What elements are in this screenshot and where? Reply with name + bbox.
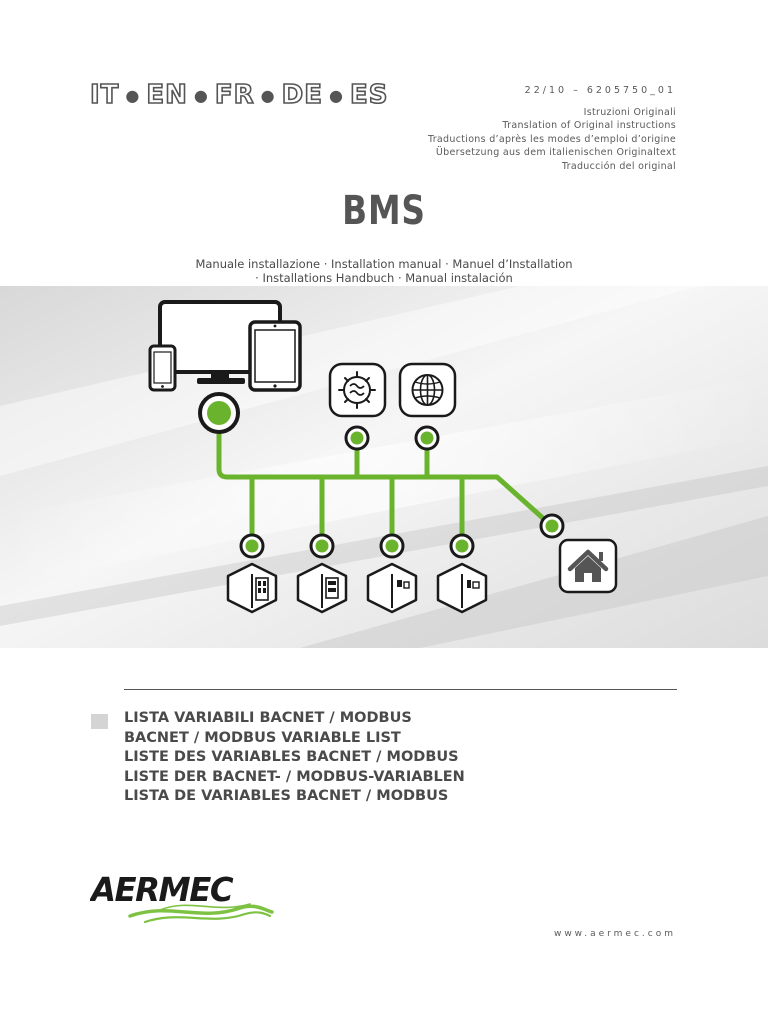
svg-text:AERMEC: AERMEC xyxy=(90,871,234,909)
smartphone-icon xyxy=(148,344,177,392)
aermec-logo: AERMEC xyxy=(88,866,280,930)
separator-dot: ● xyxy=(260,85,276,105)
climate-node xyxy=(344,425,370,451)
language-de: DE xyxy=(281,79,323,111)
house-icon xyxy=(558,538,618,594)
climate-control-icon xyxy=(328,362,387,418)
section-marker xyxy=(91,714,108,729)
globe-icon xyxy=(398,362,457,418)
instructions-line: Istruzioni Originali xyxy=(583,106,676,118)
unit-node xyxy=(449,533,475,559)
instructions-line: Translation of Original instructions xyxy=(502,120,676,131)
unit-node xyxy=(379,533,405,559)
language-codes: IT ● EN ● FR ● DE ● ES xyxy=(89,79,389,111)
unit-node xyxy=(239,533,265,559)
document-titles: LISTA VARIABILI BACNET / MODBUS BACNET /… xyxy=(124,709,465,807)
document-title-fr: LISTE DES VARIABLES BACNET / MODBUS xyxy=(124,749,459,766)
instructions-line: Übersetzung aus dem italienischen Origin… xyxy=(435,147,676,158)
manual-subtitle: Manuale installazione · Installation man… xyxy=(0,257,768,285)
building-unit-icon xyxy=(436,562,488,614)
separator-dot: ● xyxy=(125,85,141,105)
globe-node xyxy=(414,425,440,451)
language-it: IT xyxy=(89,79,120,111)
subtitle-line: Manuale installazione · Installation man… xyxy=(195,257,573,271)
aermec-wordmark: AERMEC xyxy=(88,871,235,909)
house-node xyxy=(539,513,565,539)
instructions-line: Traductions d’après les modes d’emploi d… xyxy=(428,133,676,145)
section-divider xyxy=(124,689,677,690)
separator-dot: ● xyxy=(328,85,344,105)
network-bus xyxy=(216,428,548,541)
instructions-line: Traducción del original xyxy=(561,160,676,172)
building-unit-icon xyxy=(226,562,278,614)
language-fr: FR xyxy=(214,79,255,111)
unit-node xyxy=(309,533,335,559)
document-reference: 22/10 – 6205750_01 Istruzioni Originali … xyxy=(428,84,676,173)
subtitle-line: · Installations Handbuch · Manual instal… xyxy=(255,270,513,285)
document-title-es: LISTA DE VARIABLES BACNET / MODBUS xyxy=(124,788,449,805)
bms-network-illustration xyxy=(0,286,768,648)
building-unit-icon xyxy=(296,562,348,614)
language-en: EN xyxy=(146,79,188,111)
website-link[interactable]: www.aermec.com xyxy=(553,929,676,939)
tablet-icon xyxy=(248,320,302,392)
document-title-en: BACNET / MODBUS VARIABLE LIST xyxy=(124,729,401,746)
wave-icon xyxy=(128,903,274,924)
document-code: 22/10 – 6205750_01 xyxy=(524,85,676,96)
main-node xyxy=(198,392,240,434)
document-title-it: LISTA VARIABILI BACNET / MODBUS xyxy=(124,710,412,726)
page-title: BMS xyxy=(342,188,426,234)
language-es: ES xyxy=(349,79,389,111)
separator-dot: ● xyxy=(193,85,209,105)
document-title-de: LISTE DER BACNET- / MODBUS-VARIABLEN xyxy=(124,768,465,785)
building-unit-icon xyxy=(366,562,418,614)
